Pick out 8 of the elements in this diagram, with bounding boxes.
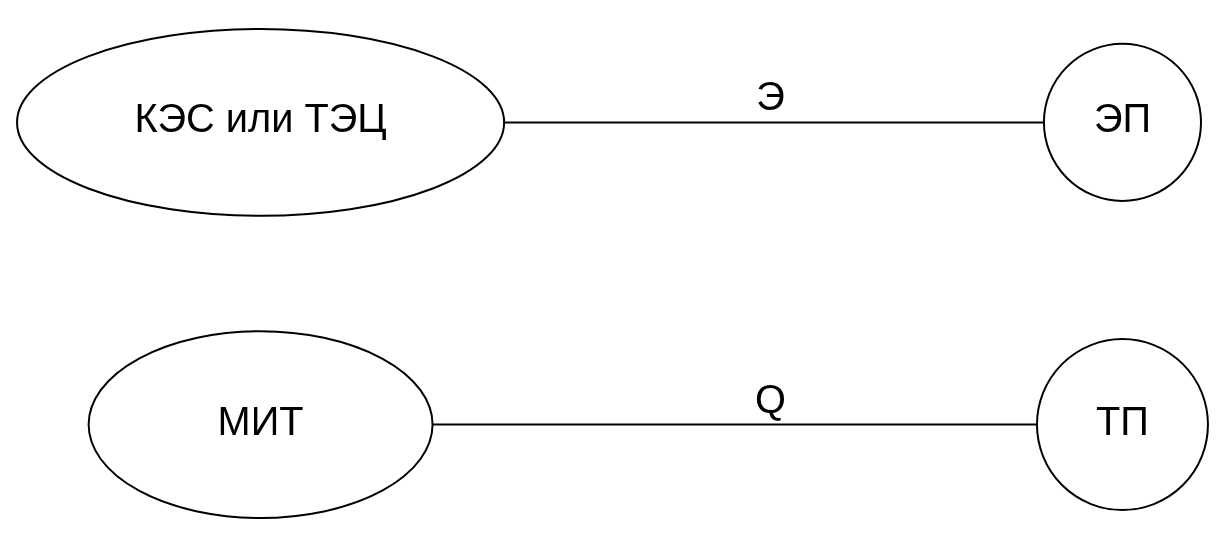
node-ellipse: КЭС или ТЭЦ: [16, 27, 506, 217]
edge-label: Q: [755, 376, 787, 421]
node-circle: ТП: [1036, 337, 1209, 511]
node-circle: ЭП: [1042, 42, 1202, 202]
connector: [503, 120, 1044, 123]
edge-label: Э: [756, 73, 785, 118]
node-ellipse: МИТ: [87, 329, 434, 519]
connector: [431, 423, 1038, 426]
